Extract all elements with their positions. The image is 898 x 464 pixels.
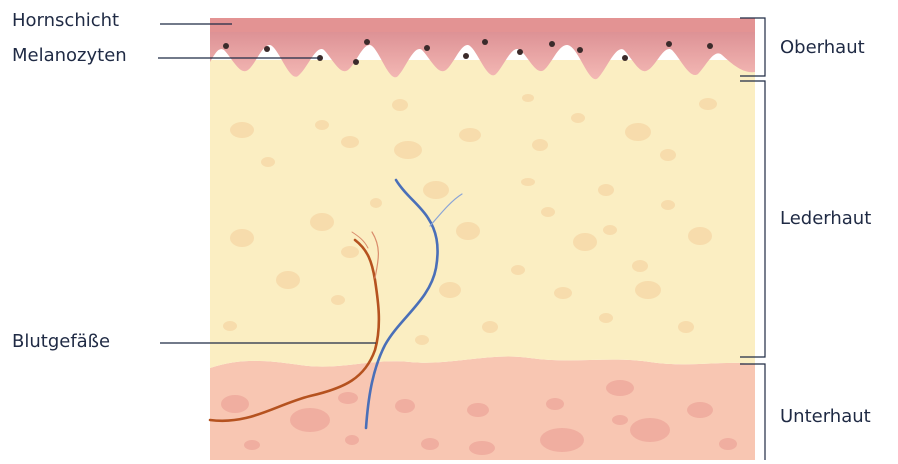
label-hornschicht: Hornschicht bbox=[12, 12, 119, 30]
dermis-layer bbox=[210, 60, 755, 368]
label-unterhaut: Unterhaut bbox=[780, 408, 871, 426]
label-blutgefaesse: Blutgefäße bbox=[12, 333, 110, 351]
label-lederhaut: Lederhaut bbox=[780, 210, 871, 228]
stratum-corneum bbox=[210, 18, 755, 32]
label-oberhaut: Oberhaut bbox=[780, 39, 865, 57]
label-melanozyten: Melanozyten bbox=[12, 47, 127, 65]
